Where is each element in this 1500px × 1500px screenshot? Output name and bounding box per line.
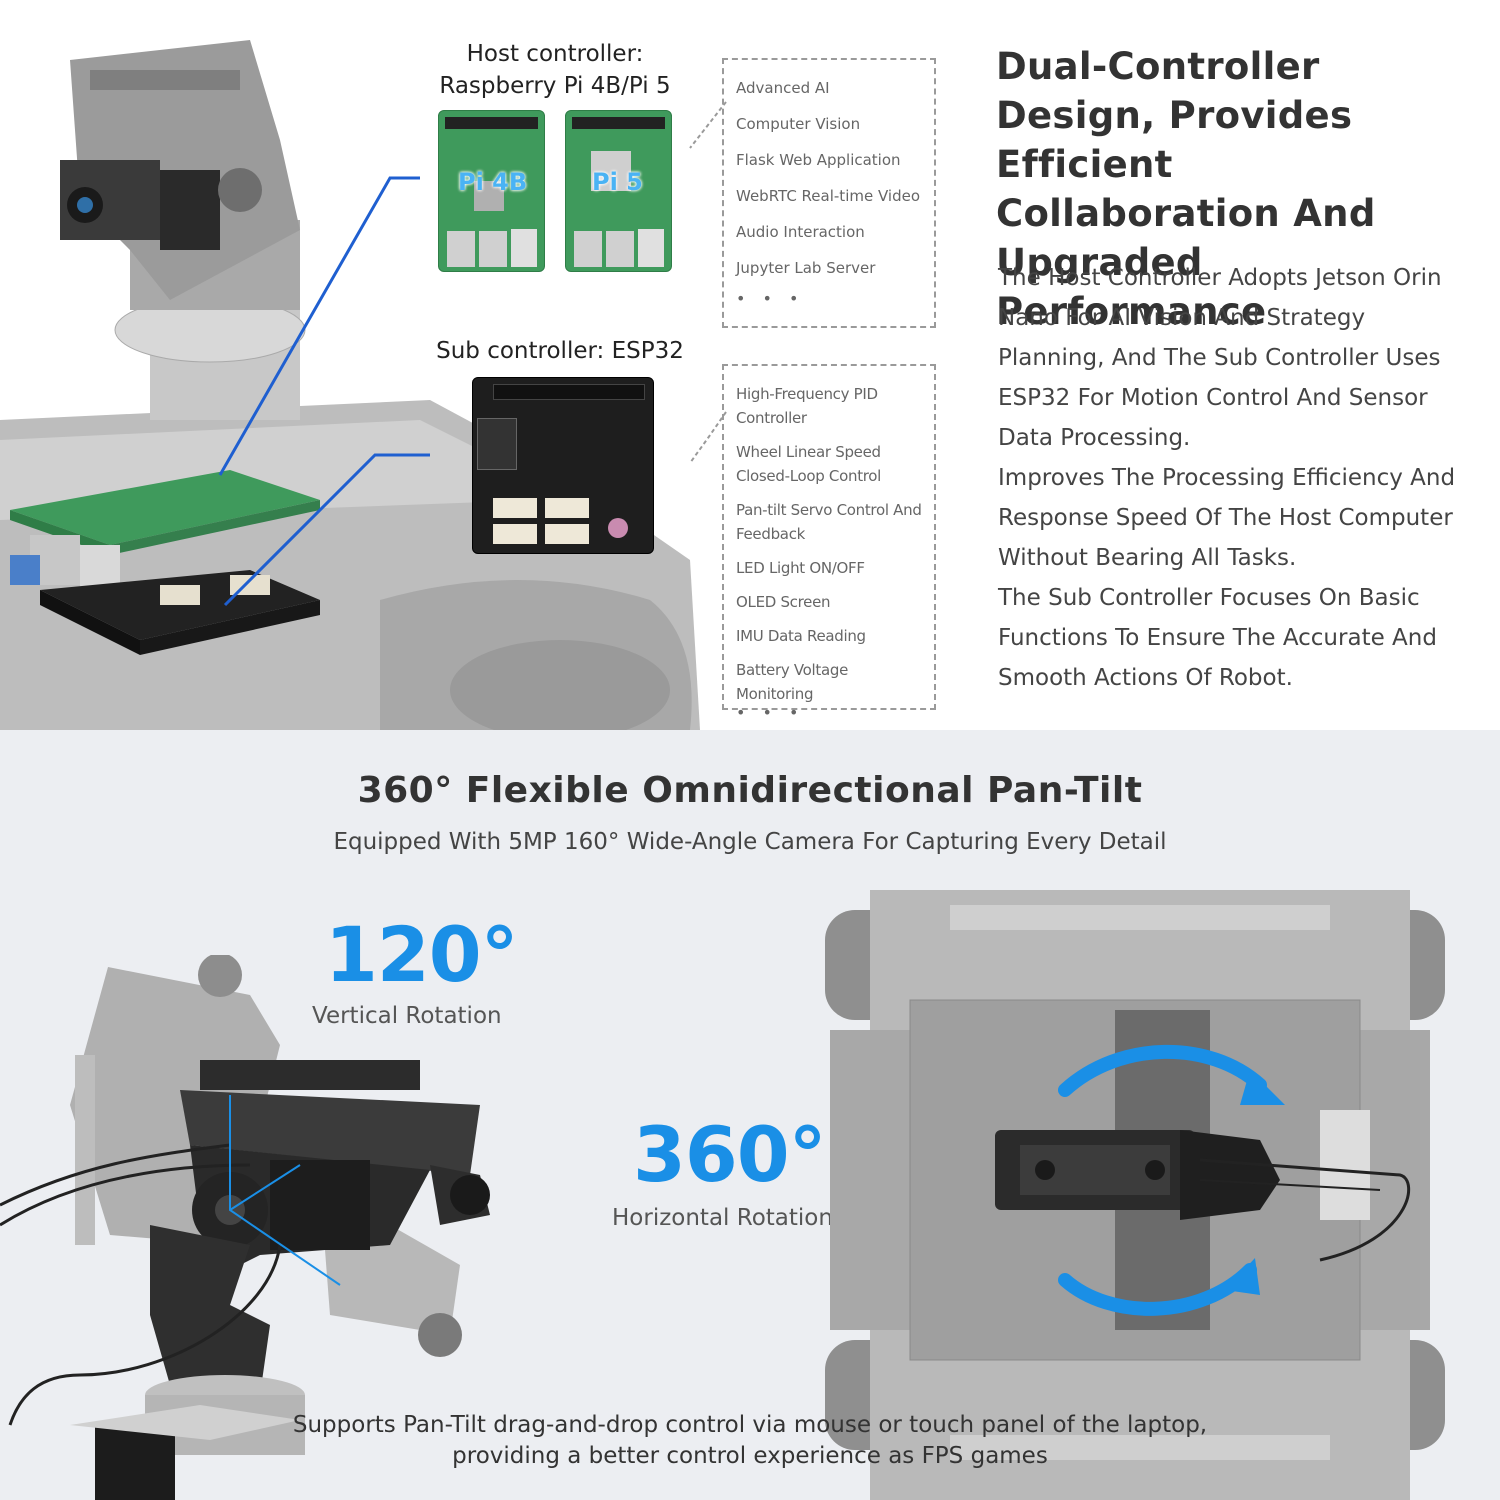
controller-section: Host controller: Raspberry Pi 4B/Pi 5 Pi… — [0, 0, 1500, 730]
esp32-board-image — [472, 377, 654, 554]
design-description: The Host Controller Adopts Jetson Orin N… — [998, 258, 1468, 698]
design-paragraph: The Host Controller Adopts Jetson Orin N… — [998, 265, 1442, 451]
host-feature-item: Computer Vision — [736, 115, 861, 133]
pi4b-board-image — [438, 110, 545, 272]
vertical-rotation-value: 120° — [325, 910, 519, 999]
design-paragraph: Improves The Processing Efficiency And R… — [998, 465, 1456, 571]
horizontal-rotation-label: Horizontal Rotation — [612, 1205, 833, 1231]
pantilt-caption-line1: Supports Pan-Tilt drag-and-drop control … — [292, 1412, 1208, 1438]
pi5-board-image — [565, 110, 672, 272]
sub-connector-line — [689, 411, 727, 464]
sub-feature-item: Pan-tilt Servo Control And Feedback — [736, 501, 922, 543]
pantilt-caption: Supports Pan-Tilt drag-and-drop control … — [250, 1410, 1250, 1472]
sub-controller-title: Sub controller: ESP32 — [436, 338, 684, 364]
design-heading: Dual-Controller Design, Provides Efficie… — [996, 45, 1376, 333]
pantilt-illustration — [0, 955, 520, 1500]
host-feature-item: Jupyter Lab Server — [736, 259, 876, 277]
design-paragraph: The Sub Controller Focuses On Basic Func… — [998, 585, 1437, 691]
horizontal-rotation-value: 360° — [633, 1110, 827, 1199]
sub-more-dots: • • • — [736, 703, 805, 722]
vertical-rotation-label: Vertical Rotation — [312, 1003, 502, 1029]
host-controller-model: Raspberry Pi 4B/Pi 5 — [439, 73, 671, 99]
host-more-dots: • • • — [736, 289, 805, 308]
sub-feature-item: Battery Voltage Monitoring — [736, 661, 849, 703]
chassis-top-view — [820, 890, 1460, 1500]
host-feature-item: Flask Web Application — [736, 151, 901, 169]
pantilt-heading: 360° Flexible Omnidirectional Pan-Tilt — [357, 770, 1143, 811]
host-feature-item: Advanced AI — [736, 79, 830, 97]
pantilt-subheading: Equipped With 5MP 160° Wide-Angle Camera… — [333, 829, 1167, 855]
host-connector-line — [689, 101, 727, 149]
sub-feature-item: LED Light ON/OFF — [736, 559, 865, 577]
pantilt-caption-line2: providing a better control experience as… — [452, 1443, 1048, 1469]
host-feature-item: WebRTC Real-time Video — [736, 187, 920, 205]
host-controller-title: Host controller: Raspberry Pi 4B/Pi 5 — [420, 38, 690, 102]
sub-feature-item: OLED Screen — [736, 593, 831, 611]
sub-feature-item: IMU Data Reading — [736, 627, 866, 645]
sub-features-box: High-Frequency PID Controller Wheel Line… — [722, 364, 936, 721]
host-features-box: Advanced AI Computer Vision Flask Web Ap… — [722, 58, 936, 328]
sub-feature-item: High-Frequency PID Controller — [736, 385, 878, 427]
host-feature-item: Audio Interaction — [736, 223, 865, 241]
pi4b-label: Pi 4B — [458, 168, 528, 196]
pi5-label: Pi 5 — [592, 168, 643, 196]
sub-feature-item: Wheel Linear Speed Closed-Loop Control — [736, 443, 882, 485]
